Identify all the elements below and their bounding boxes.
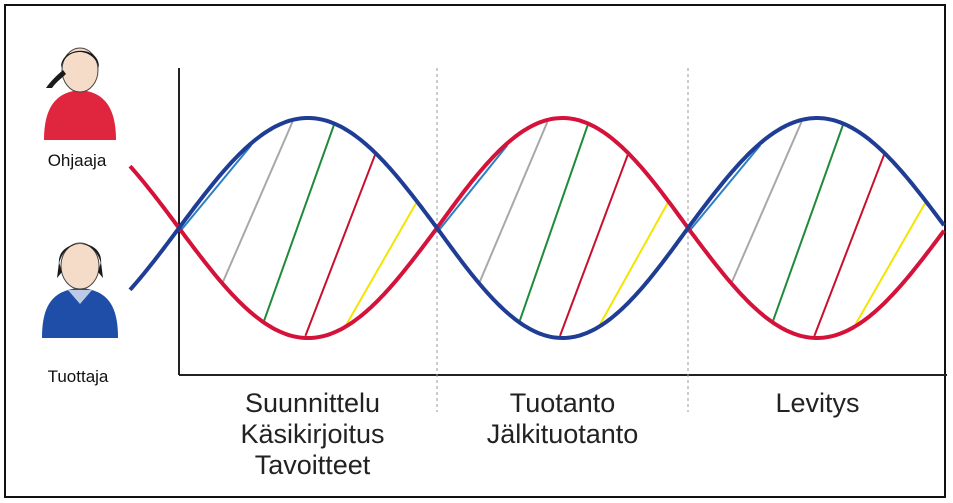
phase-line: Suunnittelu [244,388,381,418]
rung-line [730,121,803,283]
phase-line: Käsikirjoitus [240,419,385,449]
rung-line [689,144,761,231]
rung-line [438,144,509,231]
red-curve [128,116,946,340]
colored-rungs [180,121,927,337]
phase-line: Levitys [775,388,860,418]
male-person-icon [42,242,118,338]
blue-curve [128,116,946,340]
rung-line [304,154,377,337]
phase-line: Tavoitteet [254,450,371,480]
rung-line [180,144,252,231]
rung-line [772,125,844,322]
rung-line [478,121,549,283]
rung-line [221,121,294,283]
ohjaaja-label: Ohjaaja [47,151,107,170]
phase-label-production: Tuotanto Jälkituotanto [450,388,675,450]
rung-line [854,202,927,325]
rung-line [263,125,335,322]
phase-label-distribution: Levitys [705,388,930,419]
female-person-icon [44,47,116,140]
rung-line [518,125,589,322]
rung-line [559,154,629,337]
tuottaja-label: Tuottaja [47,367,109,386]
phase-line: Jälkituotanto [486,419,639,449]
rung-line [345,202,418,325]
phase-line: Tuotanto [509,388,616,418]
rung-line [599,202,669,325]
rung-line [813,154,886,337]
phase-label-planning: Suunnittelu Käsikirjoitus Tavoitteet [200,388,425,481]
